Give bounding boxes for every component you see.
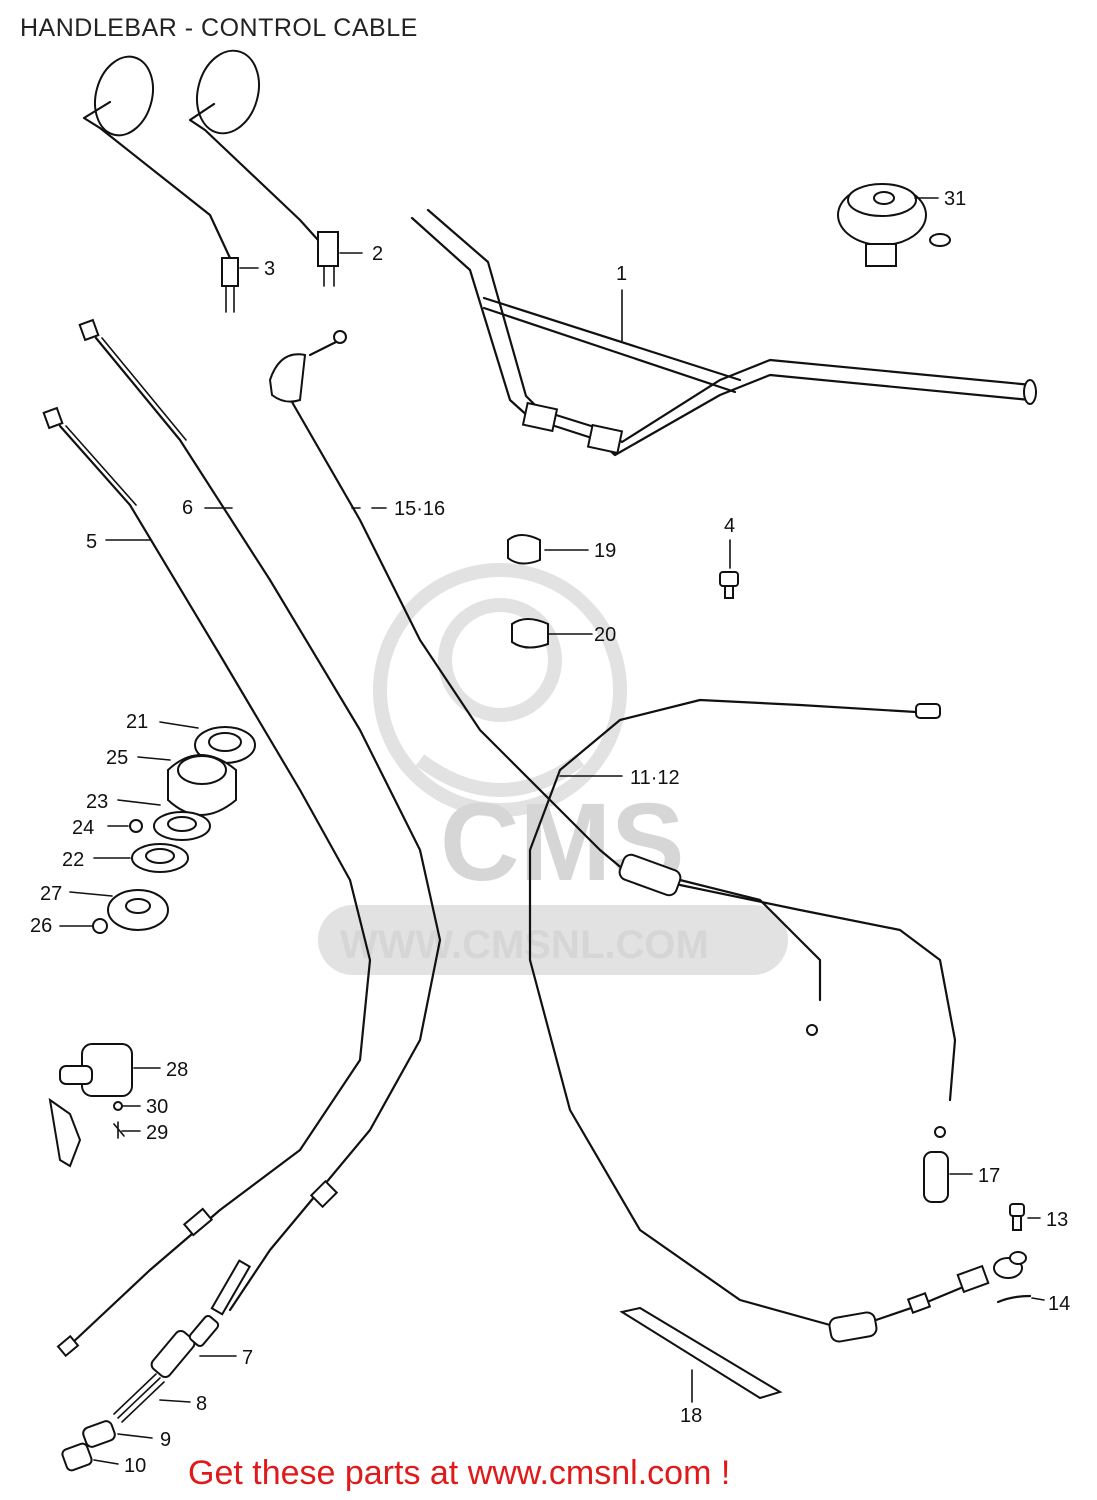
bolt-4[interactable] bbox=[719, 571, 739, 599]
bolt-13[interactable] bbox=[1009, 1203, 1025, 1231]
callout-14: 14 bbox=[1048, 1293, 1070, 1315]
callout-7: 7 bbox=[242, 1347, 253, 1369]
cable-5[interactable] bbox=[42, 406, 372, 1358]
callout-17: 17 bbox=[978, 1165, 1000, 1187]
strap-18[interactable] bbox=[619, 1306, 783, 1400]
callout-15-16: 15·16 bbox=[394, 498, 445, 520]
clamp-19[interactable] bbox=[507, 534, 541, 565]
ball-26[interactable] bbox=[92, 918, 108, 934]
callout-25: 25 bbox=[106, 747, 128, 769]
callout-26: 26 bbox=[30, 915, 52, 937]
adjuster-7[interactable] bbox=[149, 1314, 220, 1379]
callout-13: 13 bbox=[1046, 1209, 1068, 1231]
callout-3: 3 bbox=[264, 258, 275, 280]
callout-2: 2 bbox=[372, 243, 383, 265]
mirror-right[interactable] bbox=[188, 44, 339, 287]
footer-link-text[interactable]: Get these parts at www.cmsnl.com ! bbox=[188, 1454, 731, 1492]
callout-11-12: 11·12 bbox=[630, 767, 680, 789]
callout-22: 22 bbox=[62, 849, 84, 871]
horn[interactable] bbox=[837, 183, 951, 267]
cotter-pin-14[interactable] bbox=[996, 1294, 1032, 1304]
callout-6: 6 bbox=[182, 497, 193, 519]
spring-8[interactable] bbox=[113, 1373, 165, 1423]
callout-10: 10 bbox=[124, 1455, 146, 1477]
callout-27: 27 bbox=[40, 883, 62, 905]
bearing-22[interactable] bbox=[131, 843, 189, 873]
watermark: CMS WWW.CMSNL.COM bbox=[318, 563, 788, 975]
callout-labels: 1 2 3 4 5 6 7 8 9 10 11·12 13 14 15·16 1… bbox=[30, 188, 1070, 1477]
part-9[interactable] bbox=[81, 1419, 116, 1448]
spring-29[interactable] bbox=[113, 1121, 125, 1139]
cable-6[interactable] bbox=[78, 318, 442, 1316]
callout-21: 21 bbox=[126, 711, 148, 733]
callout-8: 8 bbox=[196, 1393, 207, 1415]
screw-30[interactable] bbox=[113, 1101, 123, 1111]
callout-28: 28 bbox=[166, 1059, 188, 1081]
clamp-20[interactable] bbox=[511, 618, 549, 649]
callout-29: 29 bbox=[146, 1122, 168, 1144]
callout-30: 30 bbox=[146, 1096, 168, 1118]
callout-4: 4 bbox=[724, 515, 735, 537]
ball-24[interactable] bbox=[129, 819, 143, 833]
callout-20: 20 bbox=[594, 624, 616, 646]
switch-body-25[interactable] bbox=[167, 754, 237, 816]
callout-9: 9 bbox=[160, 1429, 171, 1451]
callout-18: 18 bbox=[680, 1405, 702, 1427]
seal-23[interactable] bbox=[153, 811, 211, 841]
callout-24: 24 bbox=[72, 817, 94, 839]
switch-ring-21[interactable] bbox=[194, 726, 256, 764]
diagram-title: HANDLEBAR - CONTROL CABLE bbox=[20, 14, 418, 42]
callout-1: 1 bbox=[616, 263, 627, 285]
boot-17[interactable] bbox=[923, 1151, 949, 1203]
callout-5: 5 bbox=[86, 531, 97, 553]
washer-27[interactable] bbox=[107, 889, 169, 931]
leader-lines bbox=[59, 197, 1045, 1465]
mirror-left[interactable] bbox=[82, 50, 239, 313]
cable-11-12[interactable] bbox=[528, 698, 1027, 1343]
callout-31: 31 bbox=[944, 188, 966, 210]
ignition-switch-28[interactable] bbox=[48, 1043, 133, 1168]
callout-19: 19 bbox=[594, 540, 616, 562]
callout-23: 23 bbox=[86, 791, 108, 813]
cable-15-16[interactable] bbox=[268, 330, 957, 1138]
watermark-url: WWW.CMSNL.COM bbox=[340, 923, 709, 967]
nut-10[interactable] bbox=[61, 1442, 93, 1472]
handlebar[interactable] bbox=[410, 208, 1037, 457]
